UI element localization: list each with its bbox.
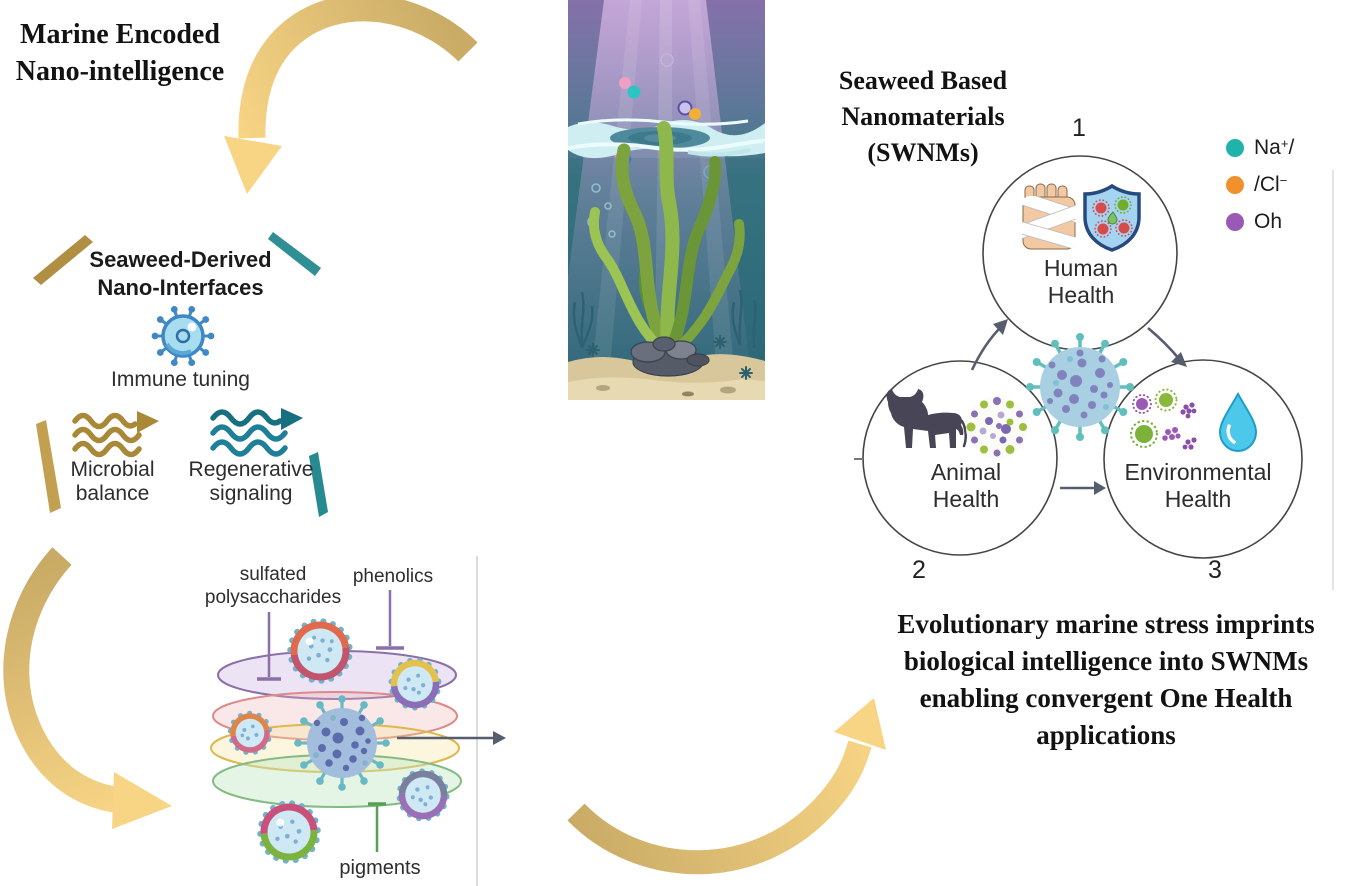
bandaged-hand-icon — [1022, 183, 1076, 250]
coated-nanoparticle — [227, 710, 273, 756]
seaweed-underwater-illustration — [568, 0, 765, 400]
rocks — [630, 336, 710, 377]
animal-health-label: Animal Health — [930, 459, 1002, 512]
phenolics-pointer-line — [376, 590, 404, 650]
curved-arrow-top — [224, 0, 478, 194]
nanoparticle-cluster-icon — [966, 396, 1028, 458]
curved-arrow-left — [3, 547, 172, 829]
legend-label: Na+/ — [1254, 135, 1295, 160]
environmental-health-label: Environmental Health — [1124, 459, 1272, 512]
regenerative-signaling-label: Regenerative signaling — [188, 458, 314, 505]
environmental-health-circle — [1103, 359, 1303, 559]
coated-nanoparticle — [388, 657, 442, 711]
microbial-wave-arrow-icon — [72, 411, 159, 458]
sulfated-polysaccharides-label: sulfated polysaccharides — [204, 564, 342, 608]
regenerative-wave-arrow-icon — [210, 408, 303, 457]
card-corner-decorations — [33, 232, 328, 517]
small-seaweed-sprigs — [572, 289, 757, 349]
coated-nanoparticle — [396, 768, 450, 822]
microbes-icons — [1129, 388, 1197, 450]
legend-dot-purple — [1226, 213, 1244, 231]
legend-dot-orange — [1226, 176, 1244, 194]
card-title: Seaweed-Derived Nano-Interfaces — [89, 247, 272, 300]
heading-marine-encoded: Marine Encoded Nano-intelligence — [15, 19, 225, 87]
cycle-arrowheads — [993, 319, 1187, 495]
pigments-pointer-line — [368, 802, 386, 852]
immunity-shield-icon — [1083, 183, 1141, 252]
kelp-fronds — [588, 121, 745, 359]
legend-label: Oh — [1254, 210, 1283, 233]
nano-cargo-diagram — [210, 556, 506, 886]
microbial-balance-label: Microbial balance — [70, 458, 155, 505]
export-arrow — [397, 731, 506, 745]
heading-swnms: Seaweed Based Nanomaterials (SWNMs) — [838, 66, 1008, 167]
human-health-circle — [982, 155, 1178, 351]
urchin-icon — [586, 335, 753, 380]
cow-icon — [886, 389, 967, 448]
light-beam — [568, 0, 754, 400]
curved-arrow-bottom — [567, 698, 886, 875]
ion-legend: Na+/ /Cl− Oh — [1226, 136, 1294, 234]
sea-floor — [568, 354, 765, 400]
legend-label: /Cl− — [1254, 172, 1288, 197]
legend-dot-teal — [1226, 139, 1244, 157]
circle-number-3: 3 — [1208, 556, 1222, 584]
legend-item-cl: /Cl− — [1226, 173, 1294, 197]
plankton-ring-icon — [656, 49, 678, 71]
legend-item-na: Na+/ — [1226, 136, 1294, 160]
coated-nanoparticle — [287, 618, 353, 684]
water-droplet-icon — [1218, 391, 1258, 452]
swnm-nanoparticle — [1026, 333, 1134, 441]
legend-item-oh: Oh — [1226, 210, 1294, 234]
nanoparticle-icon — [151, 306, 215, 366]
virus-dots — [1092, 196, 1133, 238]
figure-caption: Evolutionary marine stress imprints biol… — [897, 609, 1315, 750]
central-nanoparticle — [294, 695, 390, 791]
circle-number-1: 1 — [1072, 114, 1086, 142]
human-health-label: Human Health — [1043, 255, 1119, 308]
pigments-label: pigments — [339, 857, 421, 879]
one-health-diagram — [854, 155, 1334, 590]
coated-nanoparticle — [257, 800, 321, 864]
immune-tuning-label: Immune tuning — [111, 368, 250, 391]
nano-interfaces-card: Seaweed-Derived Nano-Interfaces Immune t… — [33, 228, 328, 520]
sulfated-pointer-line — [257, 612, 281, 681]
phenolics-label: phenolics — [352, 566, 434, 587]
circle-number-2: 2 — [912, 556, 926, 584]
